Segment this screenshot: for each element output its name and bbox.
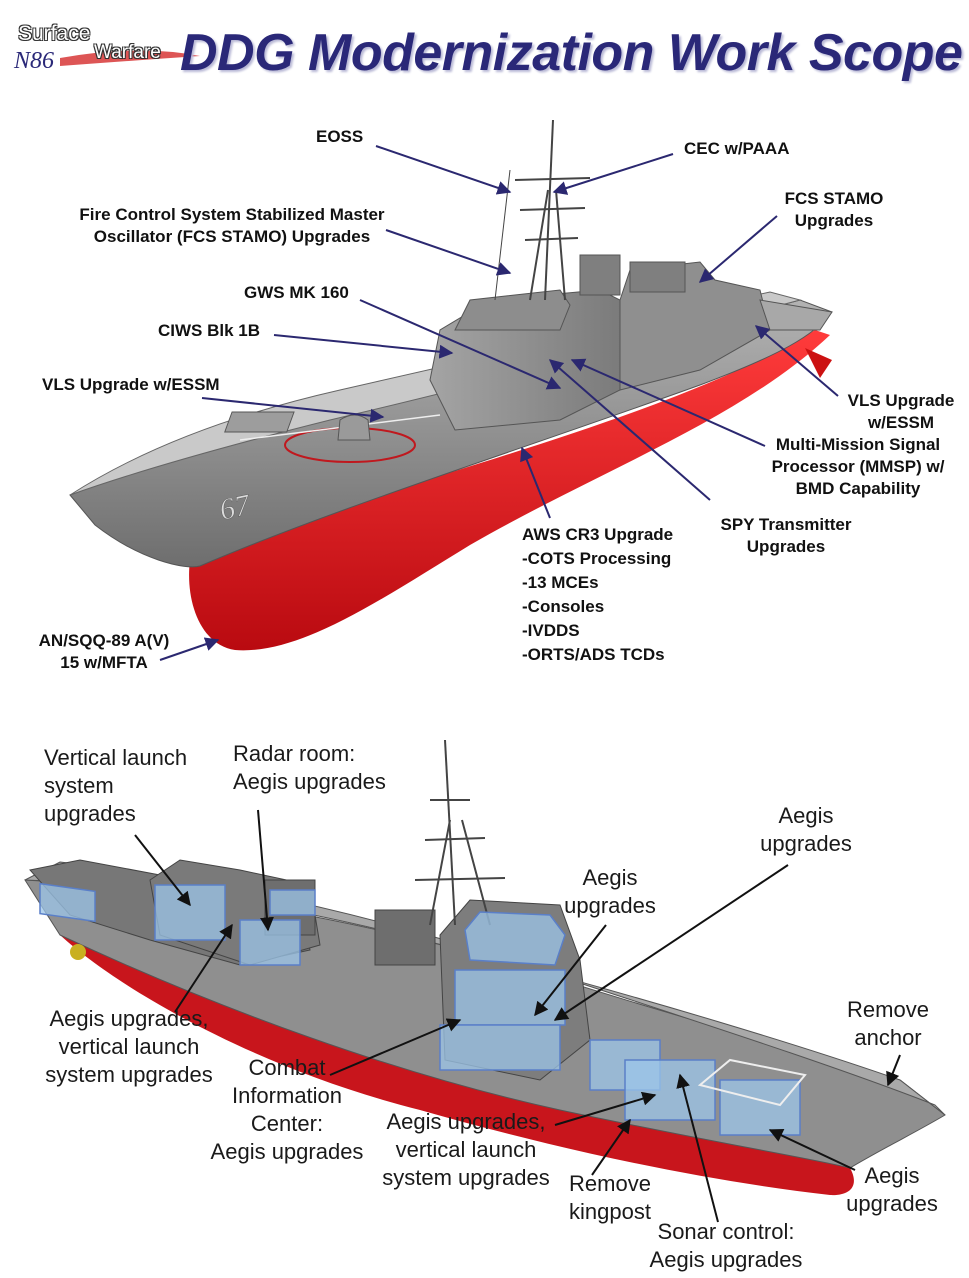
arrow-eoss bbox=[375, 145, 512, 195]
label-fcs-stamo-left: Fire Control System Stabilized Master Os… bbox=[79, 205, 385, 246]
label-remove-kingpost: Remove kingpost bbox=[569, 1171, 651, 1224]
bottom-ship-deck bbox=[24, 861, 946, 1116]
logo-line1: Surface bbox=[18, 22, 91, 45]
label-aegis-vls-left: Aegis upgrades, vertical launch system u… bbox=[45, 1006, 213, 1087]
top-ship: 67 bbox=[69, 119, 833, 651]
label-aegis-vls-mid: Aegis upgrades, vertical launch system u… bbox=[382, 1109, 550, 1190]
bottom-ship-mast bbox=[414, 739, 506, 926]
page-title: DDG Modernization Work Scope bbox=[180, 24, 963, 82]
arrow-remove-anchor bbox=[886, 1054, 901, 1087]
top-ship-aft-deck bbox=[759, 299, 833, 331]
label-cic: Combat Information Center: Aegis upgrade… bbox=[210, 1055, 364, 1164]
label-aegis-top-right: Aegis upgrades bbox=[760, 803, 852, 856]
top-ship-rudder bbox=[805, 348, 832, 378]
arrow-sonar-control bbox=[676, 1073, 719, 1223]
label-vls-left: VLS Upgrade w/ESSM bbox=[42, 375, 220, 394]
arrow-cic bbox=[329, 1018, 462, 1076]
top-ship-vls-fore bbox=[224, 411, 295, 433]
label-aws-group: AWS CR3 Upgrade -COTS Processing -13 MCE… bbox=[522, 524, 673, 666]
label-vls-system: Vertical launch system upgrades bbox=[44, 745, 188, 826]
label-eoss: EOSS bbox=[316, 127, 364, 146]
arrow-aws bbox=[520, 446, 551, 519]
label-fcs-stamo-right: FCS STAMO Upgrades bbox=[784, 189, 884, 230]
logo-line2: Warfare bbox=[94, 42, 161, 63]
bottom-ship-funnel-2 bbox=[374, 909, 436, 966]
bottom-ship bbox=[24, 739, 946, 1196]
arrow-fcs-right bbox=[698, 215, 778, 283]
label-vls-right: VLS Upgrade w/ESSM bbox=[847, 391, 955, 432]
label-sonar-control: Sonar control: Aegis upgrades bbox=[649, 1219, 803, 1272]
bottom-ship-deck-outline bbox=[697, 1058, 807, 1107]
top-ship-gun bbox=[337, 414, 371, 441]
label-aws-title: AWS CR3 Upgrade bbox=[522, 525, 674, 544]
arrow-aegis-vls-mid bbox=[554, 1091, 657, 1126]
logo-swoosh bbox=[60, 50, 200, 66]
arrow-sonar bbox=[159, 637, 220, 661]
arrow-aegis-mid bbox=[534, 924, 607, 1017]
label-aws-item: -IVDDS bbox=[522, 621, 580, 640]
label-remove-anchor: Remove anchor bbox=[847, 997, 929, 1050]
arrow-ciws bbox=[273, 334, 454, 359]
arrow-aegis-vls-left bbox=[174, 923, 233, 1013]
label-radar-room: Radar room: Aegis upgrades bbox=[233, 741, 386, 794]
arrow-aegis-top-right bbox=[553, 864, 789, 1021]
surface-warfare-logo: Surface Warfare N86 bbox=[14, 22, 204, 80]
label-aegis-bottom-right: Aegis upgrades bbox=[846, 1163, 938, 1216]
arrow-remove-kingpost bbox=[591, 1118, 631, 1176]
top-ship-funnel-2 bbox=[629, 261, 686, 293]
bottom-ship-highlights bbox=[39, 882, 801, 1136]
label-cec: CEC w/PAAA bbox=[684, 139, 790, 158]
top-ship-mast bbox=[494, 119, 591, 301]
label-aws-item: -ORTS/ADS TCDs bbox=[522, 645, 665, 664]
arrow-radar-room bbox=[257, 809, 274, 932]
bottom-ship-propeller bbox=[70, 944, 86, 960]
arrow-aegis-bottom-right bbox=[768, 1129, 856, 1171]
top-ship-hull-red bbox=[189, 330, 830, 651]
label-mmsp: Multi-Mission Signal Processor (MMSP) w/… bbox=[771, 435, 945, 498]
label-ciws: CIWS Blk 1B bbox=[158, 321, 261, 340]
top-arrows bbox=[159, 145, 839, 661]
arrow-gws bbox=[359, 299, 562, 390]
label-aws-item: -COTS Processing bbox=[522, 549, 672, 568]
label-aws-item: -13 MCEs bbox=[522, 573, 599, 592]
bottom-arrows bbox=[134, 809, 901, 1223]
arrow-vls-left bbox=[201, 397, 385, 423]
label-aegis-mid: Aegis upgrades bbox=[564, 865, 656, 918]
top-ship-bridge bbox=[454, 289, 571, 331]
arrow-cec bbox=[552, 153, 674, 195]
arrow-mmsp bbox=[570, 358, 766, 447]
arrow-spy bbox=[548, 359, 711, 501]
top-ship-funnel-1 bbox=[579, 254, 621, 296]
arrow-vls-sys bbox=[134, 834, 191, 907]
arrow-vls-right bbox=[754, 325, 839, 397]
label-sonar: AN/SQQ-89 A(V) 15 w/MFTA bbox=[38, 631, 170, 672]
arrow-fcs-left bbox=[385, 229, 512, 276]
label-gws: GWS MK 160 bbox=[244, 283, 349, 302]
label-aws-item: -Consoles bbox=[522, 597, 605, 616]
logo-code: N86 bbox=[14, 48, 55, 74]
label-spy: SPY Transmitter Upgrades bbox=[720, 515, 852, 556]
